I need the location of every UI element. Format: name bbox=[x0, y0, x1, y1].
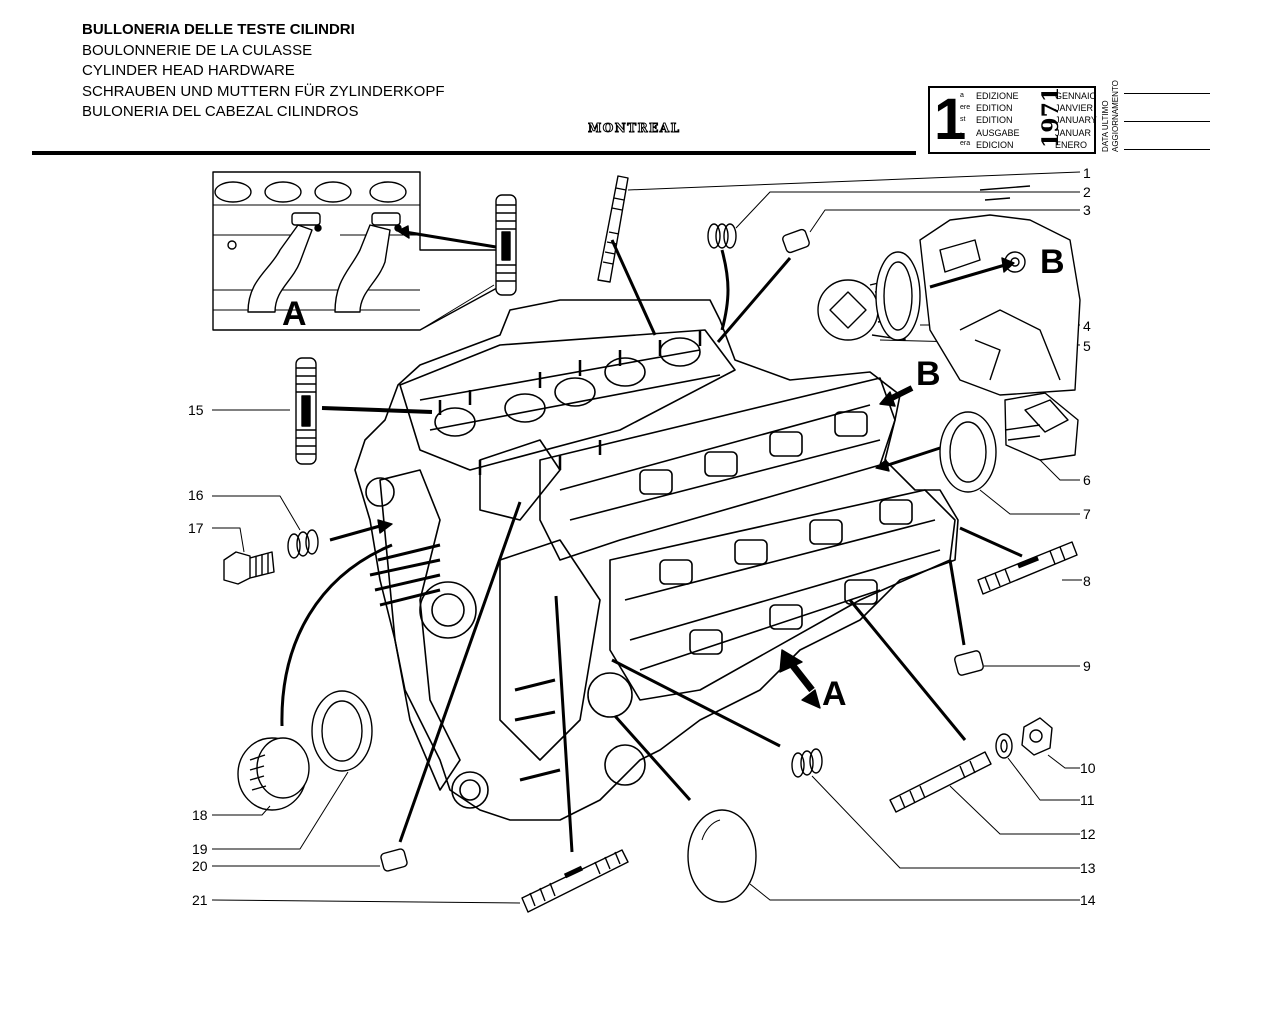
title-french: BOULONNERIE DE LA CULASSE bbox=[82, 41, 313, 59]
inset-stud-icon bbox=[495, 194, 517, 296]
part-7-washer-icon bbox=[939, 411, 997, 493]
update-line bbox=[1124, 121, 1210, 122]
callout-1: 1 bbox=[1083, 165, 1091, 181]
edition-suffix: . bbox=[960, 128, 962, 135]
part-15-stud-icon bbox=[295, 357, 317, 465]
callout-20: 20 bbox=[192, 858, 208, 874]
callout-19: 19 bbox=[192, 841, 208, 857]
part-12-stud-icon bbox=[889, 751, 992, 813]
edition-suffix: a bbox=[960, 92, 964, 99]
part-2-spring-washer-icon bbox=[707, 223, 737, 249]
header-rule bbox=[32, 151, 916, 155]
callout-14: 14 bbox=[1080, 892, 1096, 908]
part-1-stud-icon bbox=[597, 175, 629, 283]
part-14-cap-icon bbox=[687, 809, 757, 903]
edition-word: AUSGABE bbox=[976, 127, 1020, 138]
edition-month: JANVIER bbox=[1055, 103, 1094, 114]
edition-word: EDITION bbox=[976, 115, 1013, 126]
callout-6: 6 bbox=[1083, 472, 1091, 488]
callout-5: 5 bbox=[1083, 338, 1091, 354]
part-16-spring-washer-icon bbox=[287, 529, 319, 559]
callout-10: 10 bbox=[1080, 760, 1096, 776]
callout-2: 2 bbox=[1083, 184, 1091, 200]
edition-word: EDIZIONE bbox=[976, 91, 1019, 101]
edition-months: GENNAIO JANVIER JANUARY JANUAR ENERO bbox=[1055, 90, 1097, 151]
callout-9: 9 bbox=[1083, 658, 1091, 674]
edition-words: EDIZIONE EDITION EDITION AUSGABE EDICION bbox=[976, 90, 1020, 151]
edition-month: JANUARY bbox=[1055, 115, 1097, 126]
part-17-bolt-icon bbox=[223, 551, 275, 585]
part-3-dowel-icon bbox=[782, 228, 810, 254]
update-line bbox=[1124, 149, 1210, 150]
update-line bbox=[1124, 93, 1210, 94]
callout-8: 8 bbox=[1083, 573, 1091, 589]
edition-suffix: st bbox=[960, 116, 966, 123]
edition-suffix: ere bbox=[960, 104, 971, 111]
detail-letter-a-inset: A bbox=[282, 295, 307, 333]
part-20-dowel-icon bbox=[380, 848, 408, 872]
title-english: CYLINDER HEAD HARDWARE bbox=[82, 62, 295, 79]
edition-word: EDITION bbox=[976, 103, 1013, 114]
callout-11: 11 bbox=[1080, 792, 1095, 808]
edition-suffix: era bbox=[960, 140, 971, 147]
part-13-spring-washer-icon bbox=[791, 748, 823, 778]
part-18-plug-icon bbox=[237, 737, 310, 811]
edition-box: 1 a ere st . era EDIZIONE EDITION EDITIO… bbox=[928, 86, 1097, 154]
detail-letter-a-arrow: A bbox=[822, 675, 847, 713]
edition-month: GENNAIO bbox=[1055, 91, 1097, 101]
title-german: SCHRAUBEN UND MUTTERN FÜR ZYLINDERKOPF bbox=[82, 82, 445, 100]
engine-block bbox=[354, 299, 959, 821]
part-8-stud-icon bbox=[977, 541, 1078, 595]
callout-12: 12 bbox=[1080, 826, 1096, 842]
montreal-logo: MONTREAL bbox=[588, 121, 681, 136]
callout-18: 18 bbox=[192, 807, 208, 823]
detail-letter-b-arrow: B bbox=[916, 355, 941, 393]
detail-letter-b-view: B bbox=[1040, 243, 1065, 281]
part-11-washer-icon bbox=[995, 733, 1013, 759]
edition-word: EDICION bbox=[976, 139, 1014, 150]
callout-21: 21 bbox=[192, 892, 208, 908]
part-21-stud-icon bbox=[521, 849, 629, 913]
title-block: BULLONERIA DELLE TESTE CILINDRI BOULONNE… bbox=[82, 20, 445, 123]
edition-number: 1 bbox=[934, 87, 967, 152]
part-9-dowel-icon bbox=[954, 650, 984, 676]
callout-15: 15 bbox=[188, 402, 204, 418]
part-6-plug-icon bbox=[1004, 392, 1079, 461]
part-19-washer-icon bbox=[311, 690, 373, 772]
callout-4: 4 bbox=[1083, 318, 1091, 334]
part-5-washer-icon bbox=[875, 251, 921, 341]
part-10-nut-icon bbox=[1021, 717, 1053, 756]
edition-month: ENERO bbox=[1055, 139, 1088, 150]
edition-month: JANUAR bbox=[1055, 127, 1092, 138]
detail-b-view bbox=[919, 185, 1081, 396]
title-italian: BULLONERIA DELLE TESTE CILINDRI bbox=[82, 21, 355, 38]
callout-7: 7 bbox=[1083, 506, 1091, 522]
inset-detail-a bbox=[212, 171, 498, 331]
callout-17: 17 bbox=[188, 520, 204, 536]
title-spanish: BULONERIA DEL CABEZAL CILINDROS bbox=[82, 103, 359, 120]
callout-16: 16 bbox=[188, 487, 204, 503]
callout-3: 3 bbox=[1083, 202, 1091, 218]
callout-13: 13 bbox=[1080, 860, 1096, 876]
